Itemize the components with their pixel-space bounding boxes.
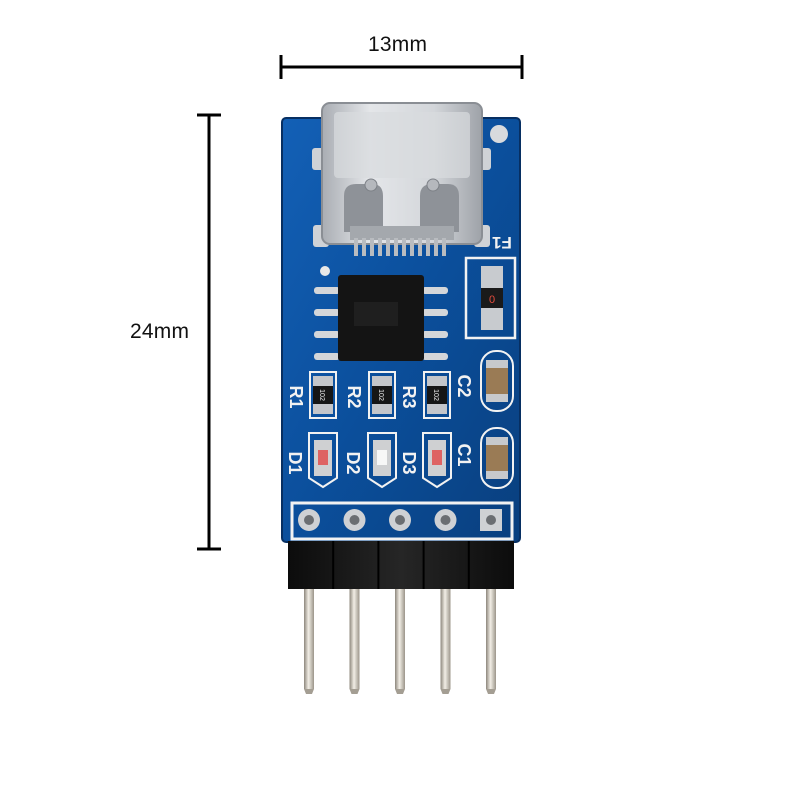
usb-signal-pins xyxy=(354,238,446,256)
header-pin-leg xyxy=(440,589,451,689)
usb-pin xyxy=(370,238,374,256)
width-dimension-label: 13mm xyxy=(368,33,428,56)
height-dimension-line xyxy=(197,113,221,551)
header-pin-tip xyxy=(440,689,451,694)
header-pin-tip xyxy=(304,689,314,694)
header-pin xyxy=(480,509,502,531)
charger-ic xyxy=(314,266,448,361)
label-r3: R3 xyxy=(399,385,419,408)
label-c1: C1 xyxy=(454,443,474,466)
label-c2: C2 xyxy=(454,374,474,397)
usb-pin xyxy=(394,238,398,256)
usb-pin xyxy=(402,238,406,256)
usb-pin xyxy=(410,238,414,256)
usb-pin xyxy=(442,238,446,256)
usb-pin xyxy=(426,238,430,256)
label-r2: R2 xyxy=(344,385,364,408)
header-pin xyxy=(298,509,320,531)
resistor-r2: 102 R2 xyxy=(344,371,396,419)
led-d1: D1 xyxy=(285,432,338,489)
label-d3: D3 xyxy=(399,451,419,474)
header-pin-leg xyxy=(349,589,360,689)
header-pin-leg xyxy=(304,589,314,689)
capacitor-c1: C1 xyxy=(454,427,514,489)
led-d3: D3 xyxy=(399,432,452,489)
label-r1: R1 xyxy=(286,385,306,408)
r1-marking: 102 xyxy=(318,389,325,401)
header-pin-tip xyxy=(486,689,496,694)
header-plastic-body xyxy=(288,541,514,589)
header-pin xyxy=(343,509,366,531)
usb-pin xyxy=(362,238,366,256)
header-pin xyxy=(389,509,411,531)
pin-header xyxy=(288,509,514,694)
ic-lead-right xyxy=(422,287,448,294)
resistor-r1: 102 R1 xyxy=(286,371,337,419)
height-dimension-label: 24mm xyxy=(130,320,190,343)
fuse-marking: 0 xyxy=(489,294,495,306)
r2-marking: 102 xyxy=(377,389,384,401)
capacitor-c2: C2 xyxy=(454,350,514,412)
ic-lead-right xyxy=(422,353,448,360)
header-pin xyxy=(434,509,457,531)
led-d2: D2 xyxy=(343,432,397,489)
r3-marking: 102 xyxy=(432,389,439,401)
ic-leads xyxy=(314,287,448,360)
ic-lead-left xyxy=(314,287,340,294)
width-dimension-line xyxy=(279,55,524,79)
header-pin-leg xyxy=(486,589,496,689)
usb-pin xyxy=(378,238,382,256)
usb-pin xyxy=(386,238,390,256)
usb-pin xyxy=(418,238,422,256)
label-d1: D1 xyxy=(285,451,305,474)
label-f1: F1 xyxy=(492,233,512,252)
ic-lead-right xyxy=(422,309,448,316)
header-pin-tip xyxy=(395,689,405,694)
ic-lead-left xyxy=(314,353,340,360)
ic-lead-left xyxy=(314,331,340,338)
fuse-f1: 0 F1 xyxy=(464,233,517,340)
label-d2: D2 xyxy=(343,451,363,474)
header-pin-tip xyxy=(349,689,360,694)
ic-lead-left xyxy=(314,309,340,316)
header-pin-leg xyxy=(395,589,405,689)
ic-lead-right xyxy=(422,331,448,338)
usb-pin xyxy=(354,238,358,256)
usb-c-connector xyxy=(321,102,483,245)
usb-pin xyxy=(434,238,438,256)
resistor-r3: 102 R3 xyxy=(399,371,451,419)
